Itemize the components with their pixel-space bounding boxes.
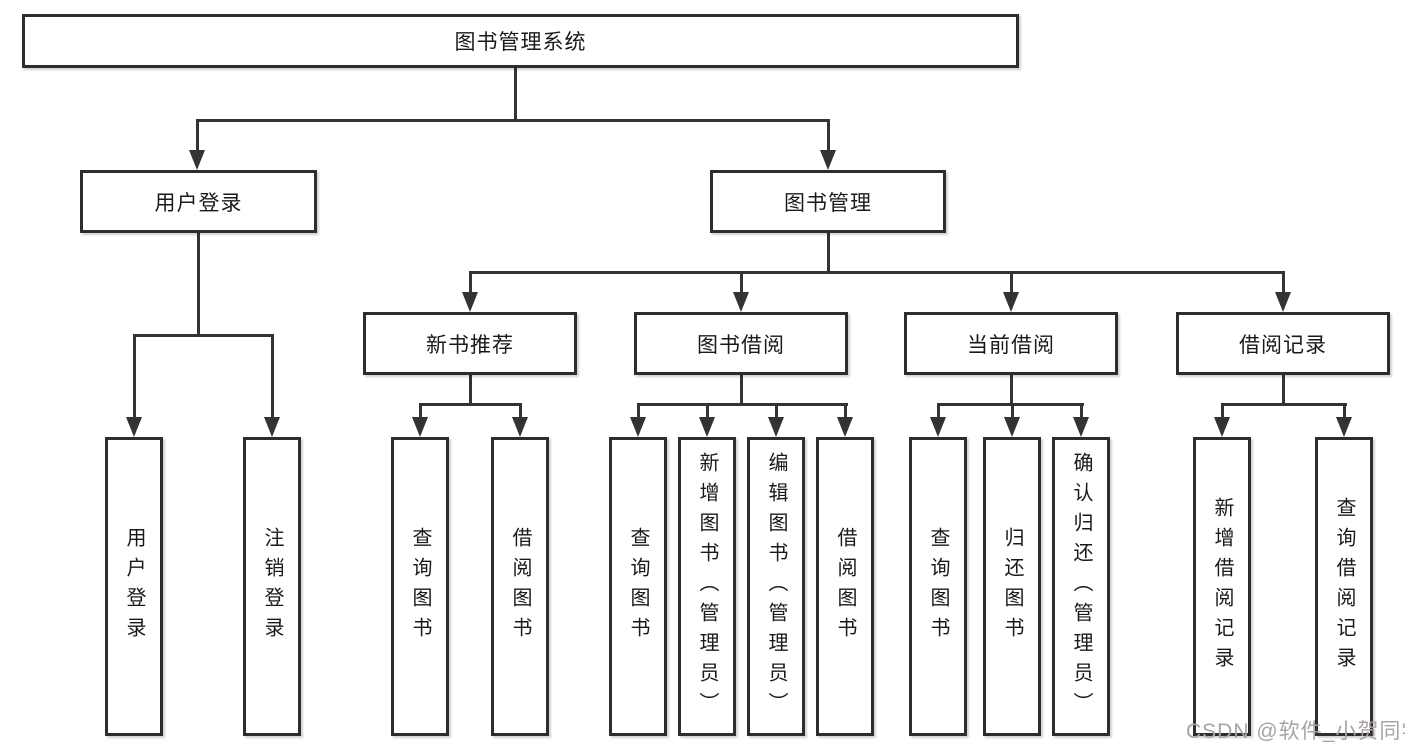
node-book-management-label: 图书管理 xyxy=(784,191,872,215)
node-book-borrow-label: 图书借阅 xyxy=(697,333,785,357)
leaf-query-books-current: 查询图书 xyxy=(909,437,967,736)
arrow-down-icon xyxy=(733,292,749,312)
node-book-management: 图书管理 xyxy=(710,170,946,233)
connector-line xyxy=(469,271,472,293)
connector-line xyxy=(419,403,522,406)
leaf-query-books-recommend: 查询图书 xyxy=(391,437,449,736)
node-root: 图书管理系统 xyxy=(22,14,1019,68)
connector-line xyxy=(1282,375,1285,405)
node-user-login-label: 用户登录 xyxy=(154,191,243,215)
leaf-logout-label: 注销登录 xyxy=(261,526,283,647)
leaf-add-books-admin: 新增图书（管理员） xyxy=(678,437,736,736)
leaf-query-books-recommend-label: 查询图书 xyxy=(409,526,431,647)
node-current-borrow-label: 当前借阅 xyxy=(967,333,1055,357)
arrow-down-icon xyxy=(820,150,836,170)
node-borrow-records-label: 借阅记录 xyxy=(1239,333,1327,357)
arrow-down-icon xyxy=(699,417,715,437)
leaf-add-borrow-record-label: 新增借阅记录 xyxy=(1211,496,1233,677)
leaf-edit-books-admin: 编辑图书（管理员） xyxy=(747,437,805,736)
leaf-user-login-label: 用户登录 xyxy=(123,526,145,647)
leaf-query-books-borrow-label: 查询图书 xyxy=(627,526,649,647)
connector-line xyxy=(1343,403,1346,418)
arrow-down-icon xyxy=(264,417,280,437)
arrow-down-icon xyxy=(512,417,528,437)
arrow-down-icon xyxy=(189,150,205,170)
arrow-down-icon xyxy=(126,417,142,437)
connector-line xyxy=(1010,375,1013,405)
leaf-query-books-current-label: 查询图书 xyxy=(927,526,949,647)
connector-line xyxy=(637,403,640,418)
arrow-down-icon xyxy=(462,292,478,312)
leaf-borrow-books-label: 借阅图书 xyxy=(834,526,856,647)
csdn-watermark: CSDN @软件_小贺同学 xyxy=(1186,720,1405,743)
connector-line xyxy=(197,233,200,336)
connector-line xyxy=(133,334,136,417)
connector-line xyxy=(844,403,847,418)
connector-line xyxy=(1282,271,1285,293)
connector-line xyxy=(271,334,274,417)
node-borrow-records: 借阅记录 xyxy=(1176,312,1390,375)
connector-line xyxy=(419,403,422,418)
connector-line xyxy=(1011,403,1014,418)
connector-line xyxy=(133,334,274,337)
node-new-book-recommend: 新书推荐 xyxy=(363,312,577,375)
connector-line xyxy=(514,68,517,120)
connector-line xyxy=(937,403,940,418)
arrow-down-icon xyxy=(837,417,853,437)
leaf-add-borrow-record: 新增借阅记录 xyxy=(1193,437,1251,736)
connector-line xyxy=(1080,403,1083,418)
arrow-down-icon xyxy=(630,417,646,437)
node-root-label: 图书管理系统 xyxy=(454,31,587,54)
arrow-down-icon xyxy=(930,417,946,437)
leaf-edit-books-admin-label: 编辑图书（管理员） xyxy=(765,451,787,722)
leaf-query-books-borrow: 查询图书 xyxy=(609,437,667,736)
connector-line xyxy=(469,271,1285,274)
arrow-down-icon xyxy=(1275,292,1291,312)
leaf-borrow-books-recommend-label: 借阅图书 xyxy=(509,526,531,647)
arrow-down-icon xyxy=(1214,417,1230,437)
leaf-borrow-books-recommend: 借阅图书 xyxy=(491,437,549,736)
leaf-confirm-return-admin: 确认归还（管理员） xyxy=(1052,437,1110,736)
connector-line xyxy=(469,375,472,405)
connector-line xyxy=(706,403,709,418)
leaf-confirm-return-admin-label: 确认归还（管理员） xyxy=(1070,451,1092,722)
node-new-book-recommend-label: 新书推荐 xyxy=(426,333,514,357)
leaf-query-borrow-record: 查询借阅记录 xyxy=(1315,437,1373,736)
node-user-login: 用户登录 xyxy=(80,170,317,233)
arrow-down-icon xyxy=(1003,292,1019,312)
connector-line xyxy=(937,403,1084,406)
arrow-down-icon xyxy=(1336,417,1352,437)
leaf-logout: 注销登录 xyxy=(243,437,301,736)
leaf-borrow-books: 借阅图书 xyxy=(816,437,874,736)
leaf-return-books-label: 归还图书 xyxy=(1001,526,1023,647)
arrow-down-icon xyxy=(768,417,784,437)
leaf-add-books-admin-label: 新增图书（管理员） xyxy=(696,451,718,722)
connector-line xyxy=(775,403,778,418)
connector-line xyxy=(740,271,743,293)
node-current-borrow: 当前借阅 xyxy=(904,312,1118,375)
connector-line xyxy=(827,233,830,274)
arrow-down-icon xyxy=(1073,417,1089,437)
connector-line xyxy=(1010,271,1013,293)
leaf-return-books: 归还图书 xyxy=(983,437,1041,736)
connector-line xyxy=(1221,403,1224,418)
leaf-query-borrow-record-label: 查询借阅记录 xyxy=(1333,496,1355,677)
arrow-down-icon xyxy=(412,417,428,437)
connector-line xyxy=(740,375,743,405)
connector-line xyxy=(519,403,522,418)
connector-line xyxy=(827,119,830,151)
arrow-down-icon xyxy=(1004,417,1020,437)
connector-line xyxy=(196,119,830,122)
node-book-borrow: 图书借阅 xyxy=(634,312,848,375)
connector-line xyxy=(637,403,848,406)
connector-line xyxy=(1221,403,1347,406)
leaf-user-login: 用户登录 xyxy=(105,437,163,736)
connector-line xyxy=(196,119,199,151)
